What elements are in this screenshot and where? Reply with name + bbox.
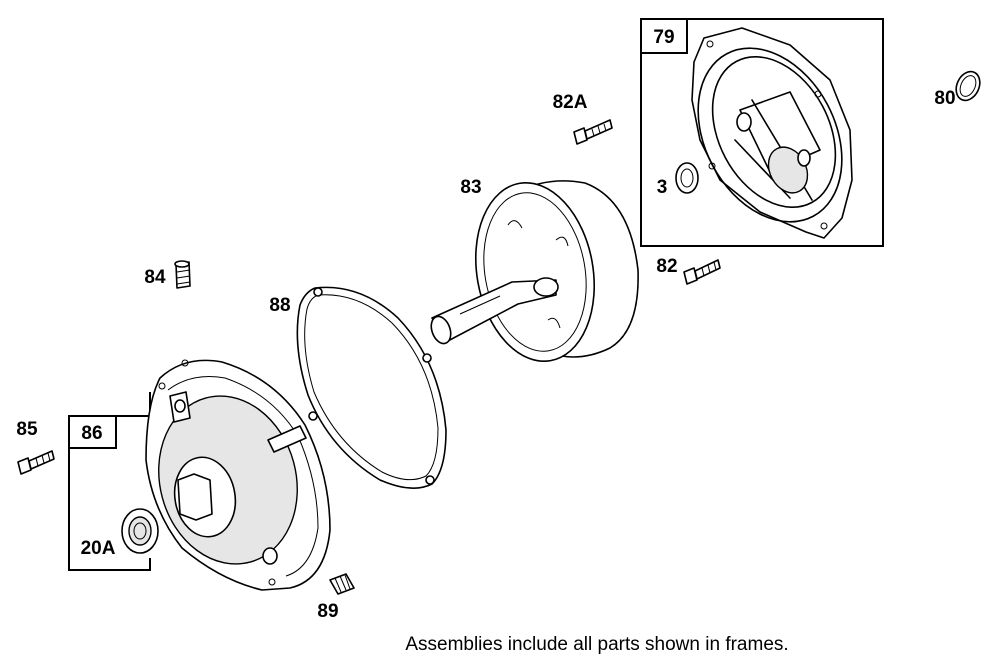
part-label-3: 3	[657, 177, 668, 198]
seal-part-3: 3	[657, 162, 699, 198]
assembly-frame-79: 79	[640, 18, 884, 247]
plug-part-84: 84	[144, 260, 191, 289]
part-label-80: 80	[934, 88, 955, 109]
part-label-82A: 82A	[553, 92, 588, 113]
assembly-frame-86: 86	[68, 392, 151, 571]
rotor-part-83: 83	[430, 177, 639, 363]
front-housing	[145, 359, 331, 591]
bolt-part-82A: 82A	[553, 92, 613, 145]
seal-part-20A: 20A	[81, 508, 159, 559]
part-label-89: 89	[317, 601, 338, 622]
part-label-20A: 20A	[81, 538, 116, 559]
bolt-part-82: 82	[656, 256, 721, 285]
gasket-part-88: 88	[269, 286, 447, 489]
part-label-83: 83	[460, 177, 481, 198]
screw-part-89: 89	[317, 573, 355, 622]
footnote: Assemblies include all parts shown in fr…	[405, 634, 788, 655]
rear-housing	[691, 27, 853, 239]
part-label-84: 84	[144, 267, 166, 288]
part-label-79: 79	[653, 27, 674, 48]
part-label-82: 82	[656, 256, 677, 277]
part-label-88: 88	[269, 295, 290, 316]
part-label-85: 85	[16, 419, 38, 440]
part-label-86: 86	[81, 423, 102, 444]
o-ring-part-80: 80	[934, 70, 981, 109]
bolt-part-85: 85	[16, 419, 55, 475]
